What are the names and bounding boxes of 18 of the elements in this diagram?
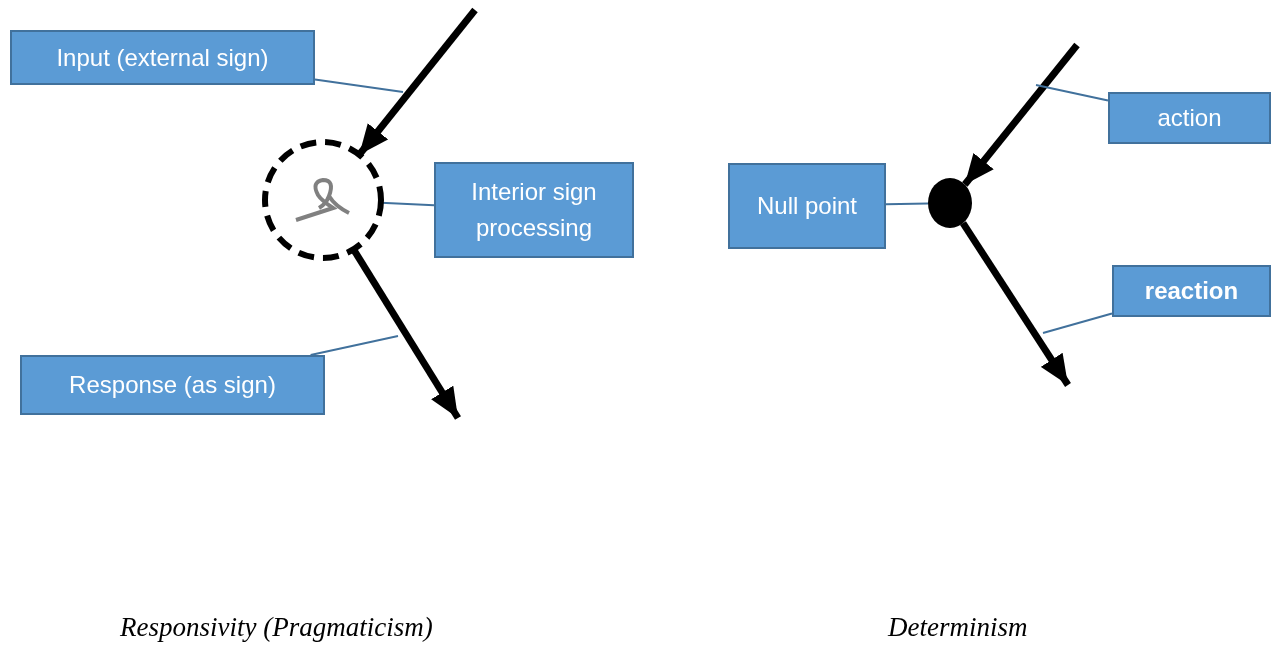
leader-line [1042, 312, 1113, 334]
callout-box: Response (as sign) [20, 355, 325, 415]
diagram-caption: Determinism [888, 612, 1028, 643]
callout-box: Interior sign processing [434, 162, 634, 258]
leader-line [309, 335, 399, 356]
diagram-caption: Responsivity (Pragmaticism) [120, 612, 433, 643]
arrow [350, 247, 461, 420]
arrow [356, 7, 478, 157]
callout-box: Input (external sign) [10, 30, 315, 85]
callout-box: Null point [728, 163, 886, 249]
arrow [962, 42, 1080, 187]
dashed-circle [261, 138, 385, 262]
leader-line [1035, 84, 1109, 102]
callout-box: reaction [1112, 265, 1271, 317]
arrow [960, 221, 1071, 387]
callout-box: action [1108, 92, 1271, 144]
leader-line [885, 202, 929, 206]
leader-line [314, 78, 404, 93]
